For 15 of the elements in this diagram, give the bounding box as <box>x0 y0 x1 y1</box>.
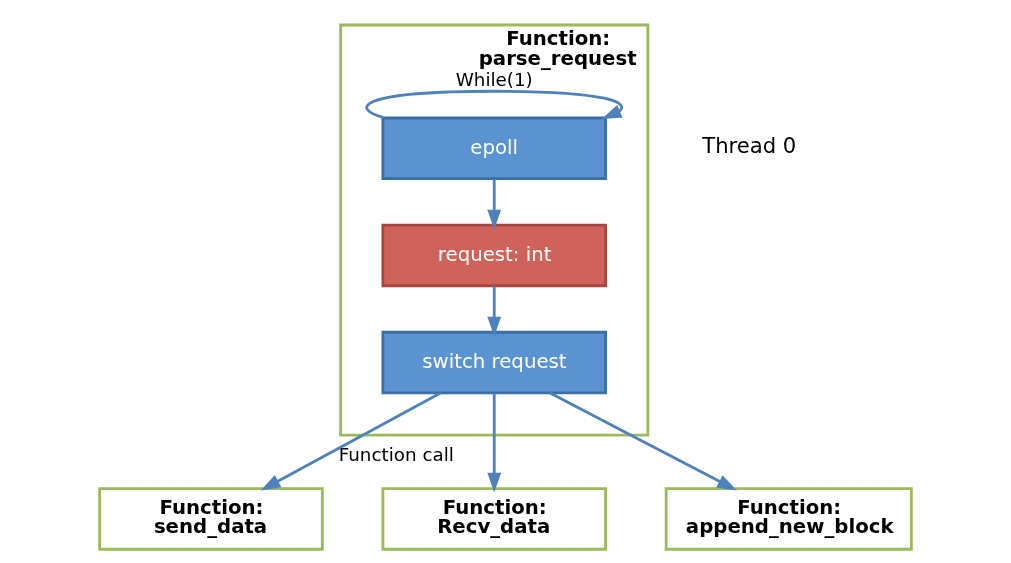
arrow <box>260 391 442 491</box>
arrow <box>487 392 502 493</box>
label: Thread 0 <box>702 133 797 159</box>
node-box: epoll <box>381 116 607 181</box>
node-box: Function: Recv_data <box>381 487 607 551</box>
arrow <box>548 391 737 491</box>
node-box: switch request <box>381 330 607 395</box>
arrow <box>487 178 502 230</box>
edge-label: Function call <box>338 444 454 466</box>
arrow <box>365 89 623 119</box>
arrow <box>487 285 502 337</box>
node-box: request: int <box>381 223 607 288</box>
node-box: Function: append_new_block <box>664 487 913 551</box>
node-box: Function: send_data <box>98 487 324 551</box>
edge-label: While(1) <box>455 69 533 91</box>
